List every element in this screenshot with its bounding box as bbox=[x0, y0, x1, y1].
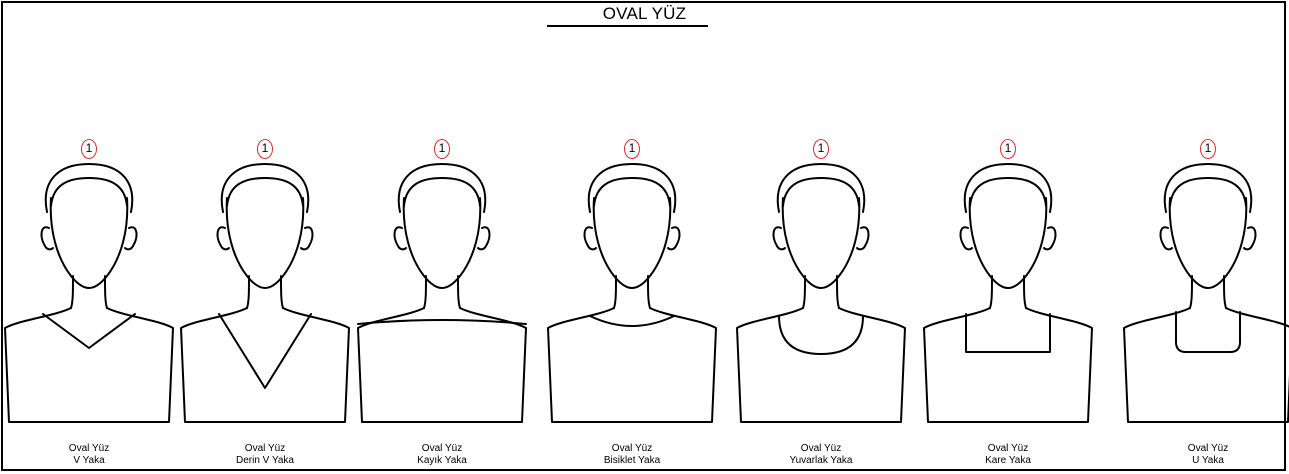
hairline bbox=[970, 178, 1046, 206]
right-ear bbox=[1244, 227, 1255, 249]
caption-face-shape: Oval Yüz bbox=[9, 443, 169, 455]
torso-outline bbox=[358, 308, 526, 422]
face-outline bbox=[970, 198, 1047, 288]
silhouette-drawing bbox=[352, 136, 532, 426]
face-outline bbox=[51, 198, 128, 288]
neck-left bbox=[247, 276, 249, 308]
face-outline bbox=[404, 198, 481, 288]
caption-face-shape: Oval Yüz bbox=[552, 443, 712, 455]
hairline bbox=[1170, 178, 1246, 206]
right-ear bbox=[301, 227, 312, 249]
neckline-square bbox=[966, 314, 1050, 352]
torso-outline bbox=[1124, 308, 1289, 422]
neck-right bbox=[648, 276, 650, 308]
neckline-crew bbox=[590, 316, 674, 326]
caption-neckline: Yuvarlak Yaka bbox=[741, 455, 901, 467]
neck-left bbox=[1190, 276, 1192, 308]
caption-face-shape: Oval Yüz bbox=[1128, 443, 1288, 455]
caption-neckline: Kayık Yaka bbox=[362, 455, 522, 467]
hairline bbox=[227, 178, 303, 206]
face-outline bbox=[227, 198, 304, 288]
torso-outline bbox=[181, 308, 349, 422]
silhouette-drawing bbox=[1118, 136, 1289, 426]
neck-right bbox=[458, 276, 460, 308]
silhouette-figure bbox=[918, 136, 1098, 426]
neck-right bbox=[1024, 276, 1026, 308]
neckline-round bbox=[779, 316, 863, 354]
right-ear bbox=[125, 227, 136, 249]
caption-face-shape: Oval Yüz bbox=[741, 443, 901, 455]
silhouette-drawing bbox=[918, 136, 1098, 426]
neckline-deep-v bbox=[219, 314, 311, 388]
right-ear bbox=[1044, 227, 1055, 249]
silhouette-drawing bbox=[175, 136, 355, 426]
neck-left bbox=[803, 276, 805, 308]
page-title: OVAL YÜZ bbox=[0, 4, 1289, 24]
neck-right bbox=[281, 276, 283, 308]
left-ear bbox=[774, 227, 785, 249]
hairline bbox=[783, 178, 859, 206]
right-ear bbox=[668, 227, 679, 249]
silhouette-figure bbox=[352, 136, 532, 426]
left-ear bbox=[42, 227, 53, 249]
caption-neckline: Bisiklet Yaka bbox=[552, 455, 712, 467]
left-ear bbox=[395, 227, 406, 249]
face-outline bbox=[594, 198, 671, 288]
left-ear bbox=[961, 227, 972, 249]
silhouette-drawing bbox=[542, 136, 722, 426]
silhouette-figure bbox=[175, 136, 355, 426]
silhouette-drawing bbox=[731, 136, 911, 426]
silhouette-figure bbox=[542, 136, 722, 426]
hairline bbox=[51, 178, 127, 206]
silhouette-figure bbox=[0, 136, 179, 426]
neck-right bbox=[1224, 276, 1226, 308]
silhouette-figure bbox=[1118, 136, 1289, 426]
neck-right bbox=[837, 276, 839, 308]
hairline bbox=[404, 178, 480, 206]
torso-outline bbox=[737, 308, 905, 422]
caption-neckline: Kare Yaka bbox=[928, 455, 1088, 467]
face-outline bbox=[1170, 198, 1247, 288]
neck-left bbox=[71, 276, 73, 308]
right-ear bbox=[857, 227, 868, 249]
hairline bbox=[594, 178, 670, 206]
left-ear bbox=[585, 227, 596, 249]
silhouette-figure bbox=[731, 136, 911, 426]
neck-right bbox=[105, 276, 107, 308]
caption-face-shape: Oval Yüz bbox=[362, 443, 522, 455]
caption-neckline: V Yaka bbox=[9, 455, 169, 467]
neck-left bbox=[614, 276, 616, 308]
silhouette-drawing bbox=[0, 136, 179, 426]
torso-outline bbox=[924, 308, 1092, 422]
left-ear bbox=[218, 227, 229, 249]
right-ear bbox=[478, 227, 489, 249]
caption-face-shape: Oval Yüz bbox=[928, 443, 1088, 455]
neck-left bbox=[990, 276, 992, 308]
neck-left bbox=[424, 276, 426, 308]
face-outline bbox=[783, 198, 860, 288]
caption-neckline: U Yaka bbox=[1128, 455, 1288, 467]
neckline-u bbox=[1176, 312, 1240, 352]
caption-neckline: Derin V Yaka bbox=[185, 455, 345, 467]
title-underline bbox=[547, 25, 708, 27]
neckline-v bbox=[43, 314, 135, 348]
left-ear bbox=[1161, 227, 1172, 249]
torso-outline bbox=[5, 308, 173, 422]
caption-face-shape: Oval Yüz bbox=[185, 443, 345, 455]
